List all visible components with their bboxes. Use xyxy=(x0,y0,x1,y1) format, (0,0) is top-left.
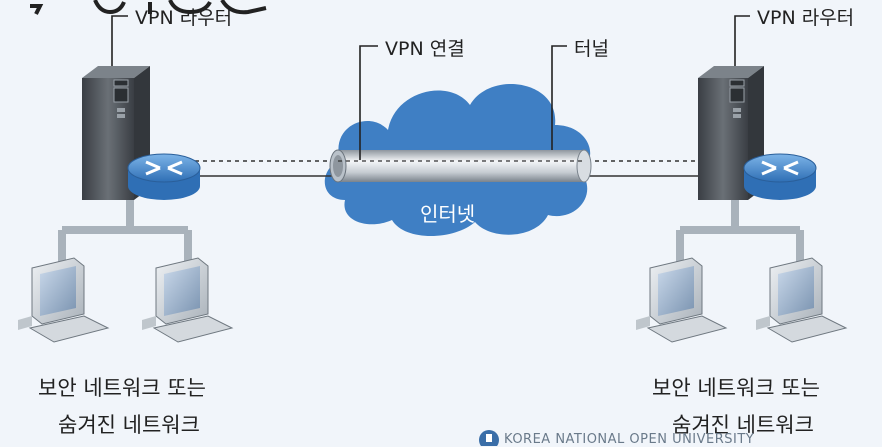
router-icon xyxy=(127,153,201,200)
vpn-connection-label: VPN 연결 xyxy=(385,38,465,60)
computer-icon xyxy=(756,257,848,343)
left-lan-cables xyxy=(58,195,192,262)
computer-icon xyxy=(636,257,728,343)
left-network-label-line1: 보안 네트워크 또는 xyxy=(38,376,206,400)
computer-icon xyxy=(142,257,234,343)
internet-label: 인터넷 xyxy=(420,202,476,226)
right-lan-cables xyxy=(676,195,804,262)
university-logo-icon xyxy=(479,430,499,446)
callout-lines xyxy=(111,15,750,160)
computer-icon xyxy=(18,257,110,343)
right-network-label-line1: 보안 네트워크 또는 xyxy=(652,376,820,400)
watermark-text: KOREA NATIONAL OPEN UNIVERSITY xyxy=(504,432,755,447)
tunnel-label: 터널 xyxy=(574,38,609,60)
vpn-router-left-label: VPN 라우터 xyxy=(135,7,233,29)
vpn-router-right-label: VPN 라우터 xyxy=(757,7,855,29)
left-network-label-line2: 숨겨진 네트워크 xyxy=(58,413,200,437)
tunnel-pipe xyxy=(329,149,592,183)
router-icon xyxy=(743,153,817,200)
right-network-label-line2: 숨겨진 네트워크 xyxy=(672,413,814,437)
title-fragment xyxy=(30,0,267,15)
